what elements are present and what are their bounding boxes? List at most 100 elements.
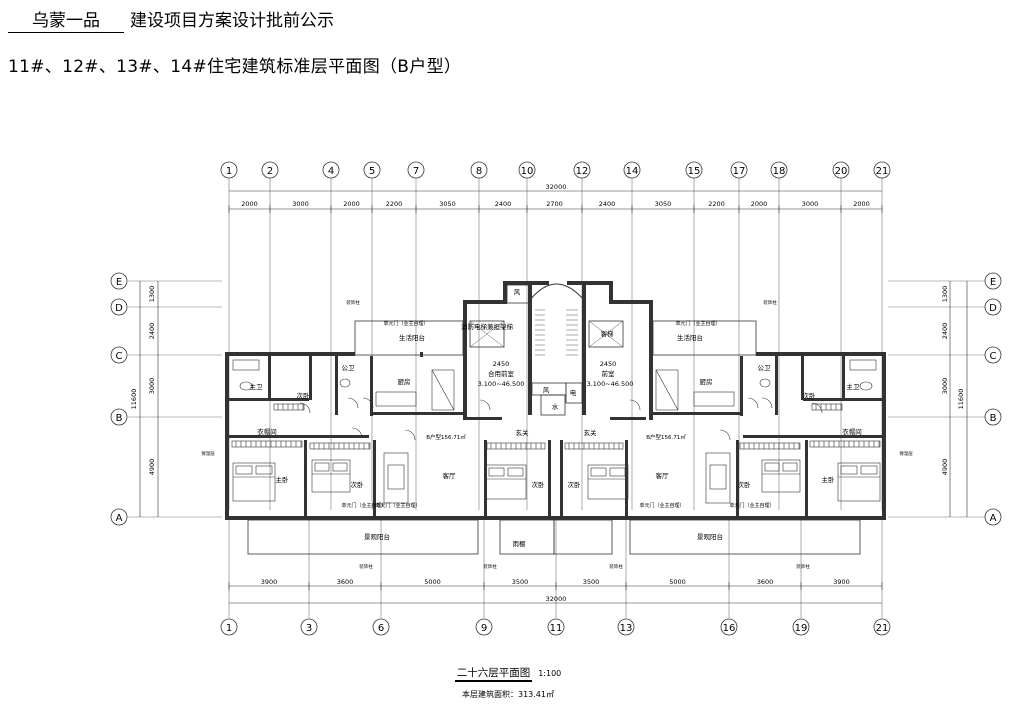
dining-hatch bbox=[655, 369, 679, 411]
room-label: 次卧 bbox=[738, 480, 752, 489]
core-wall bbox=[609, 281, 613, 301]
pillow bbox=[507, 467, 524, 477]
axis-label-top: 18 bbox=[773, 166, 786, 177]
axis-label-bottom: 13 bbox=[620, 623, 633, 634]
axis-bubble-bottom-19 bbox=[792, 618, 810, 636]
lobby-range: 3.100~46.500 bbox=[478, 380, 525, 388]
room-label: 玄关 bbox=[584, 428, 598, 437]
room-label: 合用前室 bbox=[488, 369, 515, 378]
row-bubble-right-E bbox=[984, 272, 1002, 290]
axis-bubble-top-7 bbox=[407, 161, 425, 179]
view-balcony-left bbox=[247, 519, 479, 555]
room-label: 主卫 bbox=[847, 382, 861, 391]
door-swing bbox=[347, 397, 359, 409]
door-swing bbox=[351, 427, 363, 439]
axis-label-top: 12 bbox=[576, 166, 589, 177]
room-label: 景观阳台 bbox=[697, 532, 723, 541]
axis-bubble-top-5 bbox=[363, 161, 381, 179]
interior-wall bbox=[740, 356, 743, 416]
room-label: 客厅 bbox=[656, 471, 670, 480]
door-swing bbox=[629, 399, 641, 411]
outer-wall-left bbox=[225, 352, 229, 520]
wardrobe bbox=[231, 440, 303, 448]
row-bubble-right-C bbox=[984, 346, 1002, 364]
axis-label-top: 5 bbox=[369, 166, 375, 177]
lobby-level: 2450 bbox=[600, 360, 617, 368]
core-wall bbox=[609, 300, 653, 304]
room-label: 前室 bbox=[602, 369, 616, 378]
top-dim-value: 2400 bbox=[599, 200, 616, 208]
interior-wall bbox=[842, 355, 845, 400]
core-wall bbox=[463, 300, 467, 420]
door-swing bbox=[479, 399, 491, 411]
top-dim-value: 2400 bbox=[495, 200, 512, 208]
axis-label-top: 15 bbox=[688, 166, 701, 177]
outer-wall-top-right bbox=[756, 352, 886, 356]
interior-wall bbox=[801, 355, 804, 400]
rain-canopy-left bbox=[499, 519, 555, 555]
row-label-right: D bbox=[989, 303, 997, 314]
axis-bubble-top-8 bbox=[470, 161, 488, 179]
stair-wall bbox=[528, 285, 532, 415]
caption-scale: 1:100 bbox=[538, 669, 562, 678]
bed bbox=[587, 464, 629, 500]
room-label: 厨房 bbox=[700, 377, 713, 386]
bottom-dim-value: 5000 bbox=[669, 578, 686, 586]
interior-wall bbox=[335, 355, 338, 415]
axis-bubble-top-20 bbox=[832, 161, 850, 179]
top-dim-value: 2200 bbox=[386, 200, 403, 208]
left-dim-value: 4900 bbox=[148, 459, 156, 476]
row-label-right: B bbox=[990, 413, 997, 424]
interior-wall bbox=[370, 412, 464, 415]
left-total-dim: 11600 bbox=[130, 389, 138, 410]
row-bubble-left-A bbox=[110, 508, 128, 526]
room-label: 衣帽间 bbox=[257, 427, 277, 436]
row-label-left: A bbox=[116, 513, 123, 524]
row-bubble-left-D bbox=[110, 298, 128, 316]
row-bubble-left-C bbox=[110, 346, 128, 364]
axis-label-top: 14 bbox=[626, 166, 639, 177]
room-label: 风 bbox=[543, 386, 550, 394]
room-label: 衣帽间 bbox=[842, 427, 862, 436]
furniture bbox=[231, 359, 881, 504]
electric-shaft bbox=[565, 382, 583, 404]
pillow bbox=[590, 467, 607, 477]
door-note: 单元门（业主自理） bbox=[729, 502, 774, 509]
caption-area: 本层建筑面积：313.41㎡ bbox=[462, 690, 554, 699]
interior-wall bbox=[229, 398, 309, 401]
rain-canopy-right bbox=[553, 519, 613, 555]
top-dim-value: 3000 bbox=[292, 200, 309, 208]
pillow bbox=[860, 465, 878, 475]
sofa-table bbox=[709, 464, 727, 490]
right-dim-value: 1300 bbox=[941, 286, 949, 303]
interior-wall bbox=[420, 352, 423, 357]
bed bbox=[837, 462, 881, 502]
axis-bubble-bottom-13 bbox=[617, 618, 635, 636]
right-dim-value: 3000 bbox=[941, 378, 949, 395]
axis-bubble-bottom-6 bbox=[372, 618, 390, 636]
elevator-x bbox=[588, 320, 624, 348]
door-swing bbox=[362, 397, 374, 409]
left-dim-value: 1300 bbox=[148, 286, 156, 303]
right-total-dim: 11600 bbox=[957, 389, 965, 410]
axis-bubble-top-17 bbox=[730, 161, 748, 179]
bottom-total-dim: 32000 bbox=[546, 595, 567, 603]
core-wall bbox=[503, 281, 507, 301]
room-label: 主卧 bbox=[822, 475, 836, 484]
unit-area-note: B户型156.71㎡ bbox=[646, 433, 686, 441]
header-subtitle: 11#、12#、13#、14#住宅建筑标准层平面图（B户型） bbox=[8, 57, 462, 77]
axis-label-bottom: 16 bbox=[723, 623, 736, 634]
door-swing bbox=[747, 397, 759, 409]
row-bubble-right-A bbox=[984, 508, 1002, 526]
axis-label-bottom: 6 bbox=[378, 623, 384, 634]
kitchen-counter bbox=[375, 391, 417, 407]
room-label: 次卧 bbox=[532, 480, 546, 489]
axis-label-bottom: 21 bbox=[876, 623, 889, 634]
top-dim-value: 2700 bbox=[546, 200, 563, 208]
living-balcony-left bbox=[354, 320, 464, 356]
room-label: 电 bbox=[570, 388, 577, 397]
axis-bubble-top-14 bbox=[623, 161, 641, 179]
core-top-left bbox=[503, 281, 549, 285]
room-label: 厨房 bbox=[398, 377, 411, 386]
left-dim-value: 3000 bbox=[148, 378, 156, 395]
